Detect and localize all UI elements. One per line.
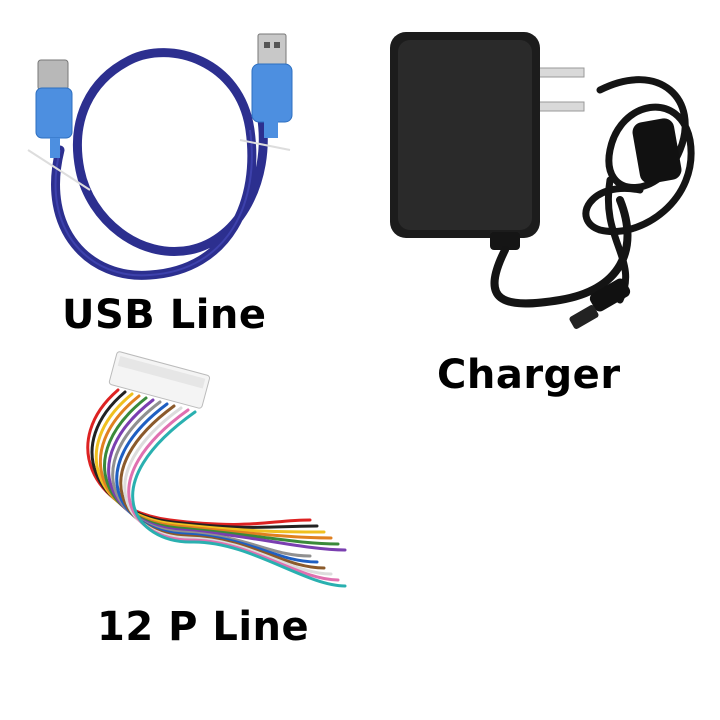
wire-strand (115, 402, 319, 564)
wire-strand (98, 394, 333, 540)
usb-line-label: USB Line (62, 292, 267, 338)
wire-harness-image (86, 351, 347, 588)
charger-label: Charger (437, 352, 621, 398)
usb-cable-image (27, 33, 293, 280)
wire-strand (123, 406, 333, 576)
wire-strand (111, 400, 312, 558)
12p-line-label: 12 P Line (97, 604, 310, 650)
charger-image (390, 32, 695, 329)
wire-strand (86, 388, 312, 526)
wire-strand (103, 396, 340, 546)
wire-strand (107, 398, 347, 552)
wire-strand (131, 410, 347, 588)
wire-strand (127, 408, 340, 582)
wire-strand (119, 404, 326, 570)
wire-strand (94, 392, 326, 534)
wire-strand (90, 390, 319, 529)
